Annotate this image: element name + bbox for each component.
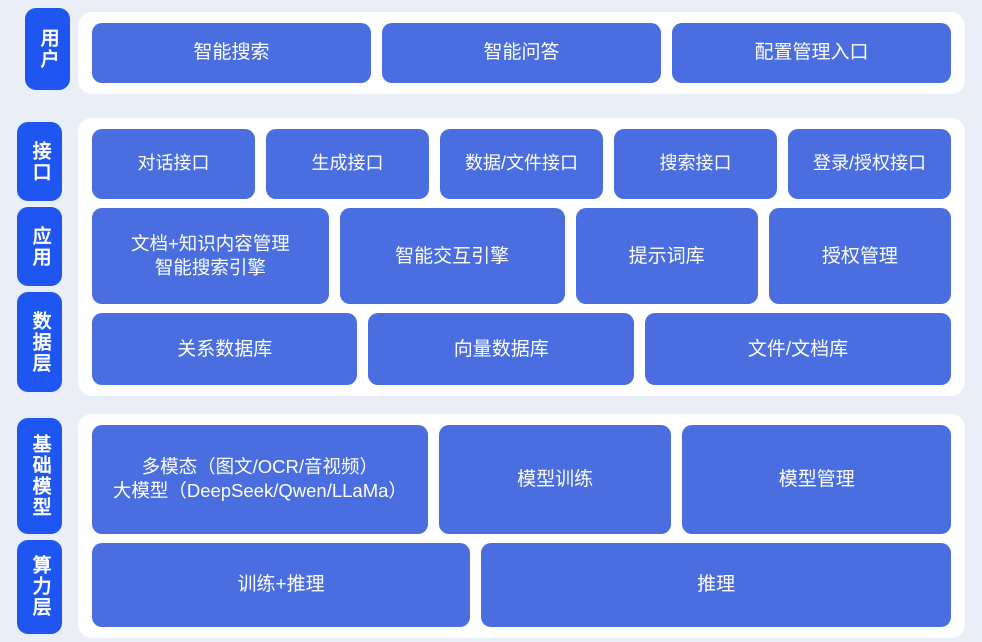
box-inference[interactable]: 推理 [481, 542, 951, 628]
layer-tab-base-model[interactable]: 基础模型 [17, 418, 62, 534]
layer-tab-compute[interactable]: 算力层 [17, 539, 62, 634]
row-application: 文档+知识内容管理 智能搜索引擎 智能交互引擎 提示词库 授权管理 [92, 208, 951, 305]
row-user-entries: 智能搜索 智能问答 配置管理入口 [92, 23, 951, 83]
layer-tab-data-label: 数据层 [29, 310, 51, 374]
row-model: 多模态（图文/OCR/音视频） 大模型（DeepSeek/Qwen/LLaMa）… [92, 425, 951, 534]
box-authorization-management[interactable]: 授权管理 [768, 208, 951, 305]
layer-tab-data[interactable]: 数据层 [17, 292, 62, 392]
band-user-panel: 智能搜索 智能问答 配置管理入口 [78, 12, 965, 94]
row-data: 关系数据库 向量数据库 文件/文档库 [92, 313, 951, 385]
box-intelligent-interaction-engine[interactable]: 智能交互引擎 [339, 208, 565, 305]
box-vector-database[interactable]: 向量数据库 [368, 313, 634, 385]
band-user-tab-column: 用户 [0, 4, 78, 102]
layer-tab-application[interactable]: 应用 [17, 207, 62, 286]
box-intelligent-search[interactable]: 智能搜索 [92, 23, 371, 83]
box-generation-api[interactable]: 生成接口 [266, 129, 429, 200]
box-doc-knowledge-management[interactable]: 文档+知识内容管理 智能搜索引擎 [92, 208, 329, 305]
row-interface: 对话接口 生成接口 数据/文件接口 搜索接口 登录/授权接口 [92, 129, 951, 200]
band-platform-panel: 对话接口 生成接口 数据/文件接口 搜索接口 登录/授权接口 文档+知识内容管理… [78, 118, 965, 396]
box-training-plus-inference[interactable]: 训练+推理 [92, 542, 471, 628]
band-infrastructure-panel: 多模态（图文/OCR/音视频） 大模型（DeepSeek/Qwen/LLaMa）… [78, 414, 965, 638]
band-infrastructure-tab-column: 基础模型 算力层 [0, 414, 78, 638]
layer-tab-base-model-label: 基础模型 [29, 433, 51, 518]
box-relational-database[interactable]: 关系数据库 [92, 313, 358, 385]
band-user: 用户 智能搜索 智能问答 配置管理入口 [0, 4, 982, 102]
box-data-file-api[interactable]: 数据/文件接口 [440, 129, 603, 200]
layer-tab-compute-label: 算力层 [29, 555, 51, 619]
band-platform: 接口 应用 数据层 对话接口 生成接口 数据/文件接口 搜索接口 登录/授权接口… [0, 118, 982, 396]
layer-tab-user-label: 用户 [37, 28, 59, 70]
box-intelligent-qa[interactable]: 智能问答 [382, 23, 661, 83]
box-config-management-entry[interactable]: 配置管理入口 [672, 23, 951, 83]
box-model-training[interactable]: 模型训练 [438, 425, 672, 534]
box-prompt-library[interactable]: 提示词库 [575, 208, 758, 305]
band-platform-tab-column: 接口 应用 数据层 [0, 118, 78, 396]
box-file-document-store[interactable]: 文件/文档库 [644, 313, 951, 385]
layer-tab-interface[interactable]: 接口 [17, 122, 62, 201]
box-login-auth-api[interactable]: 登录/授权接口 [788, 129, 951, 200]
box-dialog-api[interactable]: 对话接口 [92, 129, 255, 200]
box-model-management[interactable]: 模型管理 [682, 425, 951, 534]
box-search-api[interactable]: 搜索接口 [614, 129, 777, 200]
layer-tab-application-label: 应用 [29, 225, 51, 268]
layer-tab-user[interactable]: 用户 [25, 8, 70, 90]
layer-tab-interface-label: 接口 [29, 140, 51, 183]
row-compute: 训练+推理 推理 [92, 542, 951, 628]
box-multimodal-large-model[interactable]: 多模态（图文/OCR/音视频） 大模型（DeepSeek/Qwen/LLaMa） [92, 425, 428, 534]
band-infrastructure: 基础模型 算力层 多模态（图文/OCR/音视频） 大模型（DeepSeek/Qw… [0, 414, 982, 638]
